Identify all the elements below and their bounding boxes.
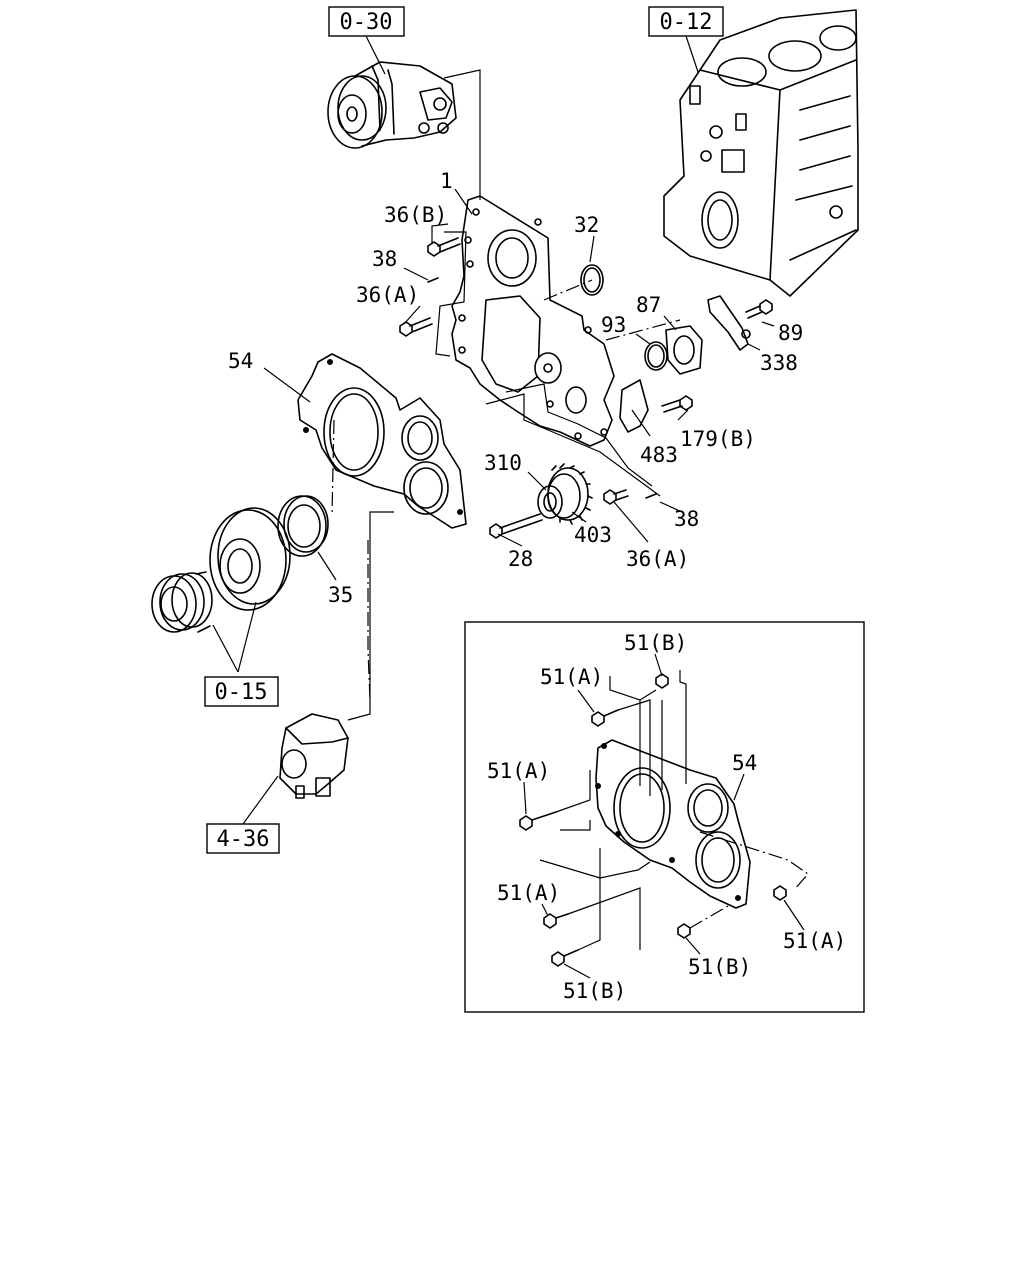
ref-box-0-12[interactable]: 0-12: [648, 6, 724, 37]
leader-0-30: [443, 69, 481, 200]
ref-box-0-15[interactable]: 0-15: [204, 676, 279, 707]
label-87: 87: [636, 293, 661, 317]
leader-lines-main: [263, 188, 775, 547]
label-36a-top: 36(A): [356, 283, 419, 307]
label-89: 89: [778, 321, 803, 345]
rear-plate-54-drawing: [297, 353, 467, 529]
phantom-line-center: [331, 419, 335, 515]
svg-text:0-12: 0-12: [660, 10, 713, 35]
phantom-line-oring: [543, 279, 593, 301]
bolt-36a-top-drawing: [399, 317, 433, 337]
label-35: 35: [328, 583, 353, 607]
inset-label-51a-1: 51(A): [540, 665, 603, 689]
bolt-36a-bottom-drawing: [603, 489, 629, 505]
thrust-washer-310-drawing: [537, 485, 563, 519]
inset-label-51b-top: 51(B): [624, 631, 687, 655]
label-38-bottom: 38: [674, 507, 699, 531]
oil-seal-35-drawing: [277, 495, 337, 581]
timing-gear-case-drawing: [451, 195, 615, 447]
inset-leader-lines: [523, 653, 805, 979]
idler-gear-403-drawing: [547, 463, 593, 525]
cylinder-block-drawing: [663, 9, 859, 297]
bracket-338-drawing: [707, 295, 773, 351]
inset-label-51b-3: 51(B): [563, 979, 626, 1003]
label-32: 32: [574, 213, 599, 237]
label-1: 1: [440, 169, 453, 193]
label-483: 483: [640, 443, 678, 467]
svg-text:0-30: 0-30: [340, 10, 393, 35]
dowel-38-bottom-drawing: [645, 493, 657, 499]
svg-text:0-15: 0-15: [215, 680, 268, 705]
label-38-top: 38: [372, 247, 397, 271]
o-ring-93-drawing: [644, 341, 668, 371]
label-54: 54: [228, 349, 253, 373]
ref-box-0-30[interactable]: 0-30: [328, 6, 405, 37]
label-310: 310: [484, 451, 522, 475]
ref-box-4-36[interactable]: 4-36: [206, 823, 280, 854]
bolt-36b-drawing: [427, 237, 461, 257]
inset-label-54: 54: [732, 751, 757, 775]
inset-detail-box: [464, 621, 865, 1013]
inset-label-51a-2: 51(A): [487, 759, 550, 783]
inset-label-51a-3: 51(A): [497, 881, 560, 905]
bracket-483-drawing: [619, 379, 649, 433]
label-93: 93: [601, 313, 626, 337]
label-403: 403: [574, 523, 612, 547]
label-36b: 36(B): [384, 203, 447, 227]
flange-87-drawing: [665, 325, 703, 375]
label-338: 338: [760, 351, 798, 375]
o-ring-32-drawing: [580, 264, 604, 296]
water-pump-drawing: [327, 35, 457, 149]
svg-text:4-36: 4-36: [217, 827, 270, 852]
dowel-38-top-drawing: [427, 277, 439, 283]
label-179b: 179(B): [680, 427, 756, 451]
crank-pulley-drawing: [151, 507, 291, 673]
bolt-179b-drawing: [661, 395, 693, 413]
bolt-28-drawing: [489, 513, 543, 539]
phantom-line-flange: [605, 319, 681, 341]
inset-label-51a-4: 51(A): [783, 929, 846, 953]
phantom-line-seal: [367, 540, 371, 701]
leader-4-36: [347, 511, 394, 721]
label-28: 28: [508, 547, 533, 571]
oil-pump-4-36-drawing: [242, 713, 349, 825]
inset-label-51b-2: 51(B): [688, 955, 751, 979]
label-36a-bottom: 36(A): [626, 547, 689, 571]
